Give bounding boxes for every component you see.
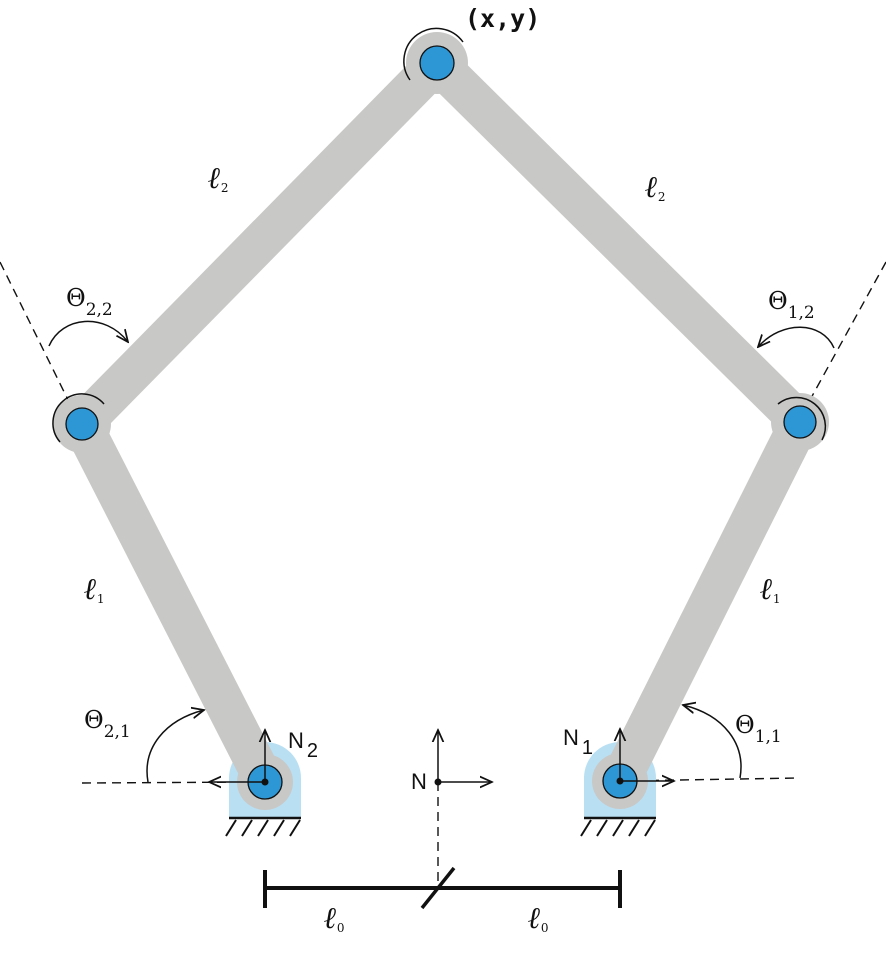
link-label-l0-left: ℓ0: [324, 901, 344, 936]
theta-2-2-arc: [48, 320, 128, 347]
theta-1-2-label: Θ1,2: [768, 287, 815, 323]
base-left-hatch: [225, 819, 301, 837]
theta-1-2-arc: [758, 326, 835, 348]
theta-2-1-arc: [146, 710, 204, 783]
theta-2-2-label: Θ2,2: [66, 284, 113, 320]
frame-n-label: N: [411, 769, 427, 794]
link-label-l0-right: ℓ0: [528, 901, 548, 936]
link-label-l1-right: ℓ1: [760, 572, 780, 607]
joint-right-elbow: [771, 393, 829, 451]
frame-n-axes: [438, 730, 492, 782]
links: [64, 48, 818, 792]
angle-arcs: [48, 320, 835, 783]
link-l1-left: [64, 414, 283, 792]
theta-1-1-arc: [683, 705, 742, 779]
end-effector-label: (x,y): [465, 4, 540, 33]
frame-n-origin: [434, 778, 442, 786]
base-dimension: [263, 866, 622, 910]
base-right-hatch: [580, 819, 656, 837]
link-label-l1-left: ℓ1: [84, 572, 104, 607]
link-l2-right: [422, 48, 815, 437]
theta-2-1-label: Θ2,1: [84, 706, 131, 742]
theta-1-1-label: Θ1,1: [735, 711, 782, 747]
joint-end-effector: [403, 27, 468, 94]
link-label-l2-left: ℓ2: [208, 161, 228, 196]
link-l1-right: [602, 413, 818, 790]
joint-left-elbow: [52, 393, 111, 453]
link-label-l2-right: ℓ2: [645, 170, 665, 205]
link-l2-left: [67, 48, 452, 439]
frame-n1-axes: [620, 729, 674, 781]
left-elbow-extension-line: [0, 261, 77, 417]
frame-n2-axes: [209, 730, 265, 782]
right-elbow-extension-line: [799, 261, 886, 419]
